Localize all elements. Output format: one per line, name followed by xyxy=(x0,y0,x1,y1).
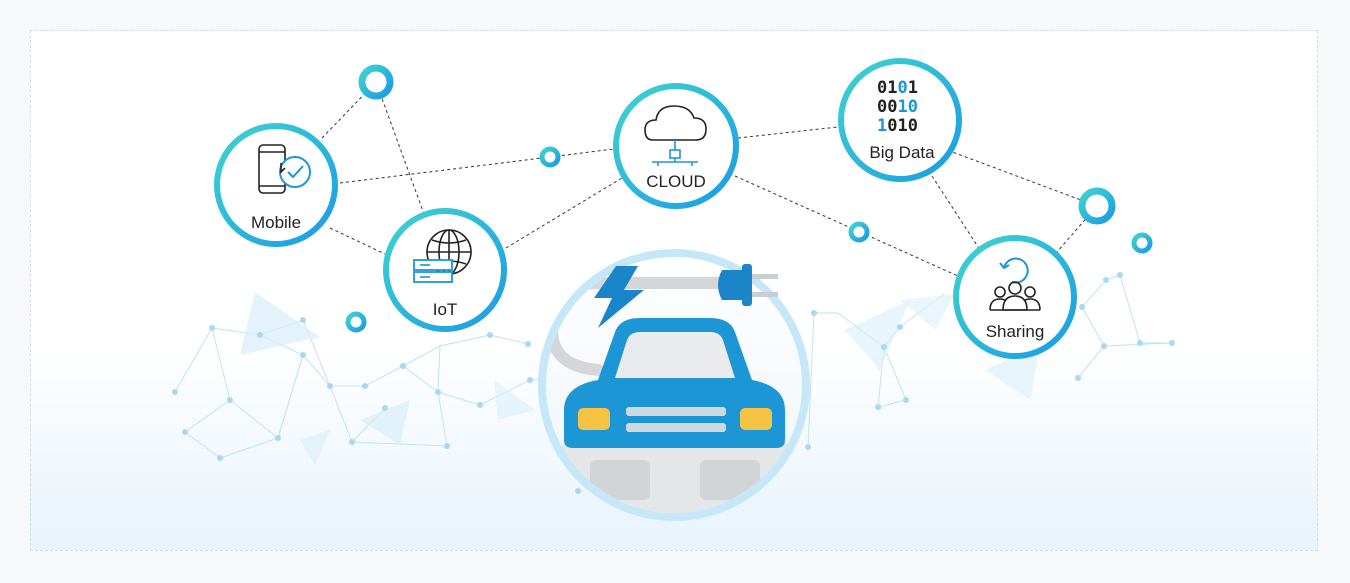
cloud-network-icon xyxy=(644,105,707,166)
binary-data-icon: 0101 0010 1010 xyxy=(877,78,918,136)
node-iot: IoT xyxy=(383,208,507,332)
svg-text:0101: 0101 xyxy=(877,78,918,98)
connections xyxy=(321,81,1098,277)
decorative-rings xyxy=(345,64,1153,333)
lightning-icon xyxy=(594,266,644,328)
plug-icon xyxy=(718,264,778,306)
node-cloud: CLOUD xyxy=(613,83,739,209)
background-network xyxy=(174,274,1173,465)
node-mobile-label: Mobile xyxy=(251,213,301,232)
people-sharing-icon xyxy=(989,257,1041,311)
background-dots xyxy=(172,272,1175,494)
node-sharing-label: Sharing xyxy=(986,322,1045,341)
electric-car-illustration xyxy=(538,249,810,521)
node-mobile: Mobile xyxy=(214,123,338,247)
svg-text:0010: 0010 xyxy=(877,97,918,117)
smartphone-check-icon xyxy=(258,144,311,194)
node-iot-label: IoT xyxy=(433,300,458,319)
node-sharing: Sharing xyxy=(953,235,1077,359)
node-big-data: 0101 0010 1010 Big Data xyxy=(838,58,962,182)
globe-server-icon xyxy=(413,229,472,283)
node-cloud-label: CLOUD xyxy=(646,172,706,191)
node-big-data-label: Big Data xyxy=(869,143,935,162)
svg-text:1010: 1010 xyxy=(877,116,918,136)
